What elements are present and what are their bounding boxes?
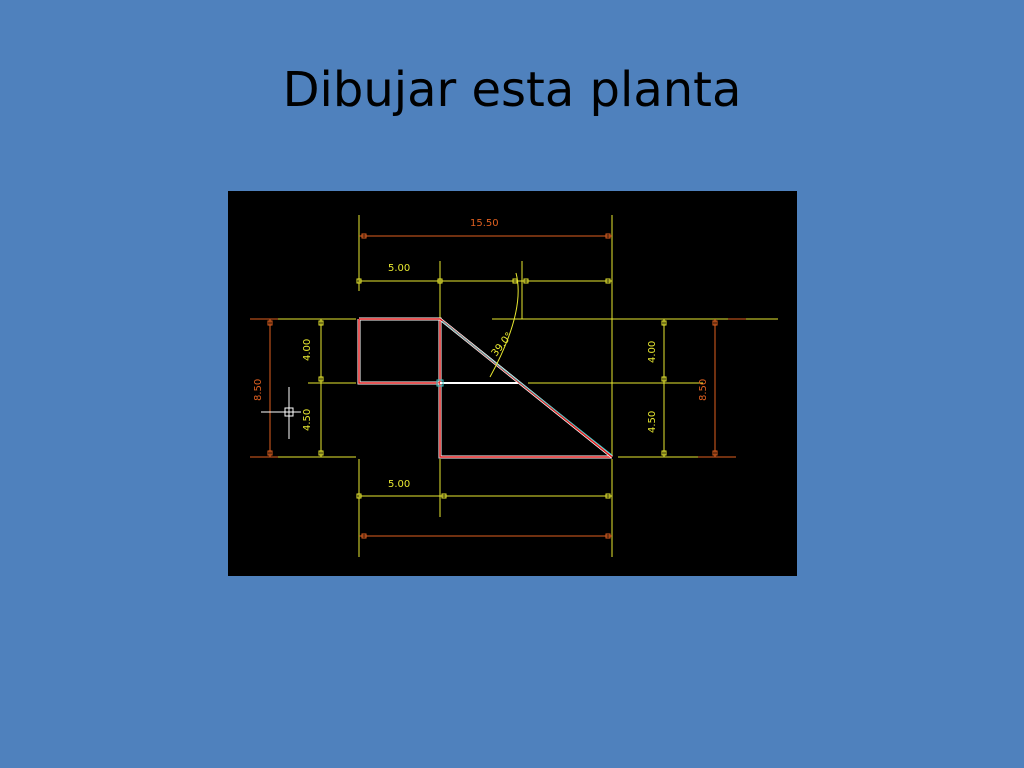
angle-arc <box>489 272 519 378</box>
tick-left-bottom <box>318 450 324 456</box>
tick-left-top <box>318 320 324 326</box>
tick-right-bottom <box>661 450 667 456</box>
tick-orange-left-top <box>267 320 273 326</box>
tick-orange-bottom-right <box>605 533 611 539</box>
tick-bottom-right <box>605 493 611 499</box>
dim-text-angle: 39.0° <box>490 331 515 359</box>
dimension-ticks <box>318 278 667 499</box>
yellow-dimension-lines <box>320 280 665 497</box>
cad-drawing-canvas: 15.50 5.00 5.00 8.50 4.00 4.50 4.00 4.50… <box>228 191 797 576</box>
tick-right-mid <box>661 376 667 382</box>
dim-text-right-upper: 4.00 <box>647 341 658 363</box>
tick-top-left <box>356 278 362 284</box>
upper-room-outline-red <box>358 318 441 384</box>
floor-plan-outline <box>357 317 613 459</box>
tick-left-mid <box>318 376 324 382</box>
orange-ticks <box>267 233 718 539</box>
dim-text-left-lower: 4.50 <box>302 409 313 431</box>
tick-orange-right-top <box>712 320 718 326</box>
dim-text-bottom-left: 5.00 <box>388 479 410 490</box>
tick-bottom-mid <box>441 493 447 499</box>
dim-text-left-total: 8.50 <box>253 379 264 401</box>
upper-room-outline-white <box>357 317 442 385</box>
lower-room-outline-red <box>439 383 612 458</box>
orange-dimension-lines <box>250 235 746 537</box>
tick-top-angle-2 <box>523 278 529 284</box>
dim-text-left-upper: 4.00 <box>302 339 313 361</box>
tick-top-mid <box>437 278 443 284</box>
crosshair-box <box>284 407 294 417</box>
tick-orange-top-right <box>605 233 611 239</box>
dim-text-top-total: 15.50 <box>470 218 499 229</box>
lower-room-outline-white <box>438 383 612 459</box>
dim-text-top-left: 5.00 <box>388 263 410 274</box>
tick-orange-left-bottom <box>267 450 273 456</box>
dim-text-right-total: 8.50 <box>698 379 709 401</box>
slide-title: Dibujar esta planta <box>282 62 742 118</box>
crosshair-cursor-icon <box>261 387 301 439</box>
tick-top-right <box>605 278 611 284</box>
tick-orange-top-left <box>361 233 367 239</box>
tick-top-angle <box>512 278 518 284</box>
tick-right-top <box>661 320 667 326</box>
diagonal-wall-cyan <box>441 320 613 456</box>
tick-orange-right-bottom <box>712 450 718 456</box>
tick-bottom-left <box>356 493 362 499</box>
node-marker-mid <box>436 379 444 387</box>
tick-orange-bottom-left <box>361 533 367 539</box>
dim-text-right-lower: 4.50 <box>647 411 658 433</box>
floor-plan-drawing: 15.50 5.00 5.00 8.50 4.00 4.50 4.00 4.50… <box>250 215 778 557</box>
